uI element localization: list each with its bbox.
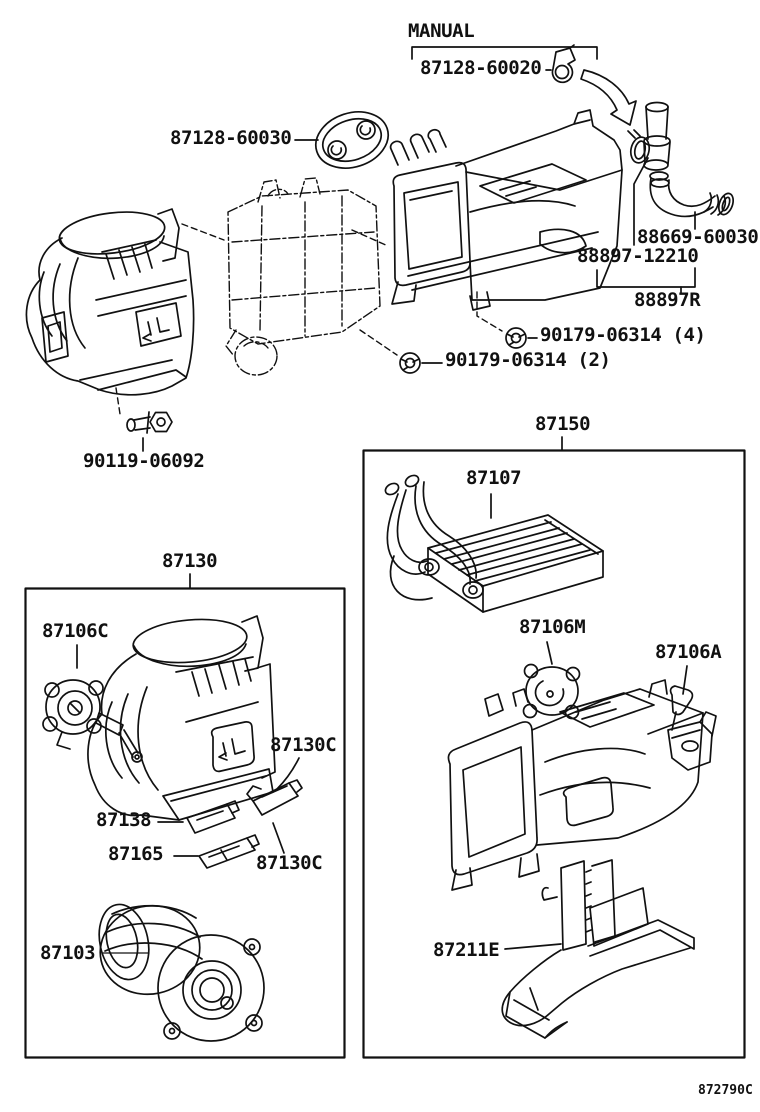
blower-unit-drawing <box>88 615 275 820</box>
evaporator-outline-drawing <box>226 178 380 375</box>
part-label-87106M[interactable]: 87106M <box>519 616 586 638</box>
part-label-90179-06314-2[interactable]: 90179-06314 (2) <box>445 349 611 371</box>
damper-87130C-drawing <box>247 780 302 815</box>
arrow-icon <box>581 70 636 125</box>
part-label-87130[interactable]: 87130 <box>162 550 218 572</box>
part-label-87103[interactable]: 87103 <box>40 942 96 964</box>
part-label-88669-60030[interactable]: 88669-60030 <box>637 226 759 248</box>
servo-87106C-drawing <box>43 680 142 762</box>
part-label-87106C[interactable]: 87106C <box>42 620 109 642</box>
part-label-90179-06314-4[interactable]: 90179-06314 (4) <box>540 324 706 346</box>
heater-case-drawing <box>448 680 703 890</box>
duct-87211E-drawing <box>502 860 694 1038</box>
heater-core-drawing <box>383 473 603 612</box>
part-label-88897R[interactable]: 88897R <box>634 289 701 311</box>
part-label-87165[interactable]: 87165 <box>108 843 164 865</box>
bolt-icon <box>127 412 172 433</box>
heater-radiator-unit-drawing <box>391 110 622 310</box>
part-label-87106A[interactable]: 87106A <box>655 641 722 663</box>
part-label-87128-60030[interactable]: 87128-60030 <box>170 127 292 149</box>
diagram-code: 872790C <box>698 1083 753 1098</box>
part-label-88897-12210[interactable]: 88897-12210 <box>577 245 699 267</box>
part-label-87107[interactable]: 87107 <box>466 467 522 489</box>
water-pipe-drawing <box>628 103 670 171</box>
part-label-90119-06092[interactable]: 90119-06092 <box>83 450 205 472</box>
part-label-87130C-lower[interactable]: 87130C <box>256 852 323 874</box>
blower-box-frame <box>26 589 345 1058</box>
retainer-clip-icon <box>552 45 575 82</box>
part-label-87128-60020[interactable]: 87128-60020 <box>420 57 542 79</box>
servo-87106M-drawing <box>524 665 580 719</box>
servo-87106A-drawing <box>668 686 716 770</box>
hose-drawing <box>650 172 736 217</box>
nut-icon-2 <box>400 353 420 373</box>
heater-box-frame <box>364 451 745 1058</box>
grommet-drawing <box>308 103 395 177</box>
lever-87165-drawing <box>199 835 259 868</box>
part-label-87211E[interactable]: 87211E <box>433 939 500 961</box>
manual-label: MANUAL <box>408 20 475 42</box>
part-label-87130C-upper[interactable]: 87130C <box>270 734 337 756</box>
blower-motor-drawing <box>92 897 264 1041</box>
nut-icon-4 <box>506 328 526 348</box>
dashed-assembly-lines <box>116 224 502 414</box>
part-label-87138[interactable]: 87138 <box>96 809 152 831</box>
part-label-87150[interactable]: 87150 <box>535 413 591 435</box>
blower-assembly-drawing <box>26 207 193 395</box>
plate-87138-drawing <box>187 801 239 833</box>
leader-lines <box>77 47 695 953</box>
